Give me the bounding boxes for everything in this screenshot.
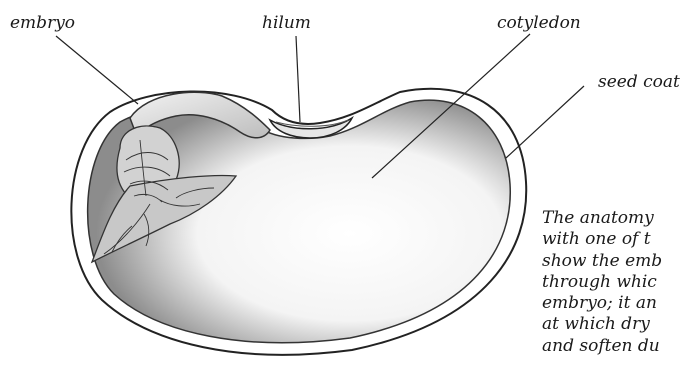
- label-embryo: embryo: [10, 15, 75, 32]
- caption-line: with one of t: [542, 229, 692, 250]
- label-seed-coat: seed coat: [598, 74, 680, 91]
- label-hilum: hilum: [262, 15, 311, 32]
- caption-line: show the emb: [542, 251, 692, 272]
- caption-line: at which dry: [542, 314, 692, 335]
- caption-line: The anatomy: [542, 208, 692, 229]
- caption-text: The anatomy with one of t show the emb t…: [542, 208, 692, 357]
- caption-line: through whic: [542, 272, 692, 293]
- label-cotyledon: cotyledon: [497, 15, 581, 32]
- caption-line: and soften du: [542, 336, 692, 357]
- caption-line: embryo; it an: [542, 293, 692, 314]
